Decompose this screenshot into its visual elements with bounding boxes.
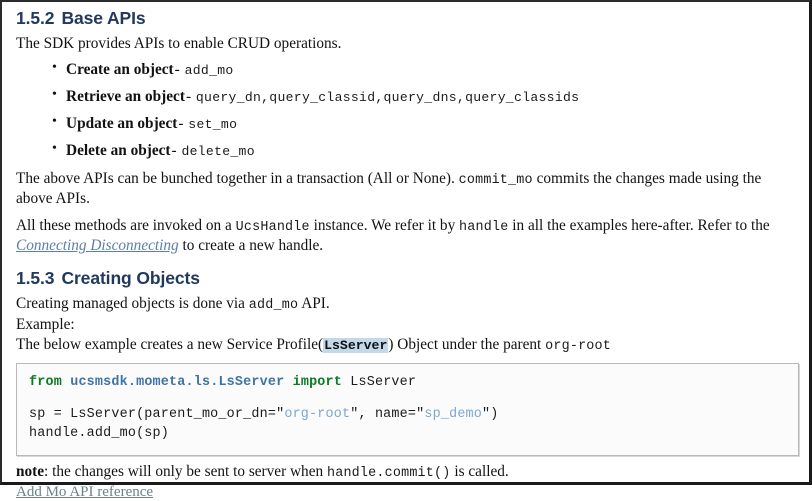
transaction-text-part1: The above APIs can be bunched together i…: [16, 170, 455, 188]
handle-text-part4: to create a new handle.: [182, 236, 324, 254]
bullet-api-name: query_dn,query_classid,query_dns,query_c…: [195, 89, 580, 105]
note-label: note: [16, 462, 45, 480]
bullet-api-name: delete_mo: [181, 143, 255, 159]
example-label: Example:: [16, 315, 75, 333]
bullet-api-name: set_mo: [188, 116, 238, 132]
bullet-separator: -: [185, 87, 192, 105]
handle-text-part2: instance. We refer it by: [313, 216, 456, 234]
code-line-3: handle.add_mo(sp): [29, 424, 786, 443]
bullet-separator: -: [178, 114, 184, 132]
code-string-org-root: org-root: [284, 406, 351, 422]
handle-paragraph: All these methods are invoked on a UcsHa…: [16, 216, 795, 256]
note-paragraph: note: the changes will only be sent to s…: [16, 462, 795, 482]
code-line-1: from ucsmsdk.mometa.ls.LsServer import L…: [29, 373, 786, 392]
crud-bullet-list: Create an object- add_mo Retrieve an obj…: [16, 60, 795, 160]
add-mo-code: add_mo: [248, 297, 299, 313]
code-paren-close: ): [490, 406, 499, 422]
ucshandle-code: UcsHandle: [235, 219, 310, 235]
handle-commit-code: handle.commit(): [326, 465, 451, 481]
list-item-create: Create an object- add_mo: [16, 60, 795, 79]
section-title: Creating Objects: [61, 268, 200, 289]
section-title: Base APIs: [61, 8, 146, 28]
code-quote-open-1: ": [276, 406, 285, 422]
creating-text-part1: Creating managed objects is done via: [16, 294, 245, 312]
code-block: from ucsmsdk.mometa.ls.LsServer import L…: [16, 362, 799, 456]
bullet-word: reate an object: [77, 60, 174, 78]
code-line-blank: [29, 392, 786, 405]
commit-mo-code: commit_mo: [458, 173, 533, 189]
connecting-disconnecting-link[interactable]: Connecting Disconnecting: [16, 236, 179, 254]
note-text-part2: is called.: [454, 462, 509, 480]
code-string-sp-demo: sp_demo: [424, 406, 483, 422]
creating-objects-line3: The below example creates a new Service …: [16, 335, 795, 355]
code-line-2: sp = LsServer(parent_mo_or_dn="org-root"…: [29, 405, 786, 424]
code-quote-close-1: ": [350, 406, 359, 422]
handle-text-part3: in all the examples here-after. Refer to…: [512, 216, 770, 234]
example-text-part1: The below example creates a new Service …: [16, 336, 324, 354]
transaction-text-part2: commits the changes made using the above…: [16, 170, 762, 208]
handle-text-part1: All these methods are invoked on a: [16, 216, 232, 234]
list-item-update: Update an object- set_mo: [16, 114, 795, 133]
section-152-intro: The SDK provides APIs to enable CRUD ope…: [16, 35, 342, 53]
section-number: 1.5.2: [16, 8, 55, 28]
code-assign-call: sp = LsServer(parent_mo_or_dn=: [29, 406, 277, 422]
example-text-part2: ) Object under the parent: [388, 336, 542, 354]
handle-code: handle: [459, 219, 509, 235]
bullet-initial: U: [66, 114, 78, 132]
code-quote-open-2: ": [416, 406, 425, 422]
bullet-separator: -: [171, 141, 177, 159]
section-number: 1.5.3: [16, 268, 55, 289]
bullet-word: pdate an object: [77, 114, 178, 132]
bullet-separator: -: [174, 60, 180, 78]
code-quote-close-2: ": [482, 406, 491, 422]
code-module-path: ucsmsdk.mometa.ls.LsServer: [70, 374, 285, 390]
document-page: 1.5.2 Base APIs The SDK provides APIs to …: [0, 0, 812, 485]
code-keyword-import: import: [292, 374, 343, 390]
bullet-initial: D: [66, 141, 78, 159]
bullet-api-name: add_mo: [184, 62, 234, 78]
org-root-code: org-root: [545, 339, 612, 355]
bullet-initial: C: [66, 60, 78, 78]
bullet-word: etrieve an object: [77, 87, 185, 105]
creating-text-part2: API.: [301, 294, 330, 312]
list-item-delete: Delete an object- delete_mo: [16, 141, 795, 160]
code-imported-name: LsServer: [342, 374, 417, 390]
list-item-retrieve: Retrieve an object- query_dn,query_class…: [16, 87, 795, 106]
lsserver-highlight: LsServer: [323, 338, 389, 354]
add-mo-api-reference-link[interactable]: Add Mo API reference: [16, 483, 154, 500]
transaction-paragraph: The above APIs can be bunched together i…: [16, 169, 795, 209]
creating-objects-line1: Creating managed objects is done via add…: [16, 294, 795, 314]
code-add-mo-call: handle.add_mo(sp): [29, 426, 170, 442]
bullet-word: elete an object: [77, 141, 171, 159]
code-arg-name: , name=: [358, 406, 417, 422]
section-heading-152: 1.5.2 Base APIs: [16, 8, 795, 28]
section-heading-153: 1.5.3 Creating Objects: [16, 268, 795, 288]
note-text-part1: : the changes will only be sent to serve…: [44, 462, 324, 480]
bullet-initial: R: [66, 87, 78, 105]
code-keyword-from: from: [29, 374, 62, 390]
